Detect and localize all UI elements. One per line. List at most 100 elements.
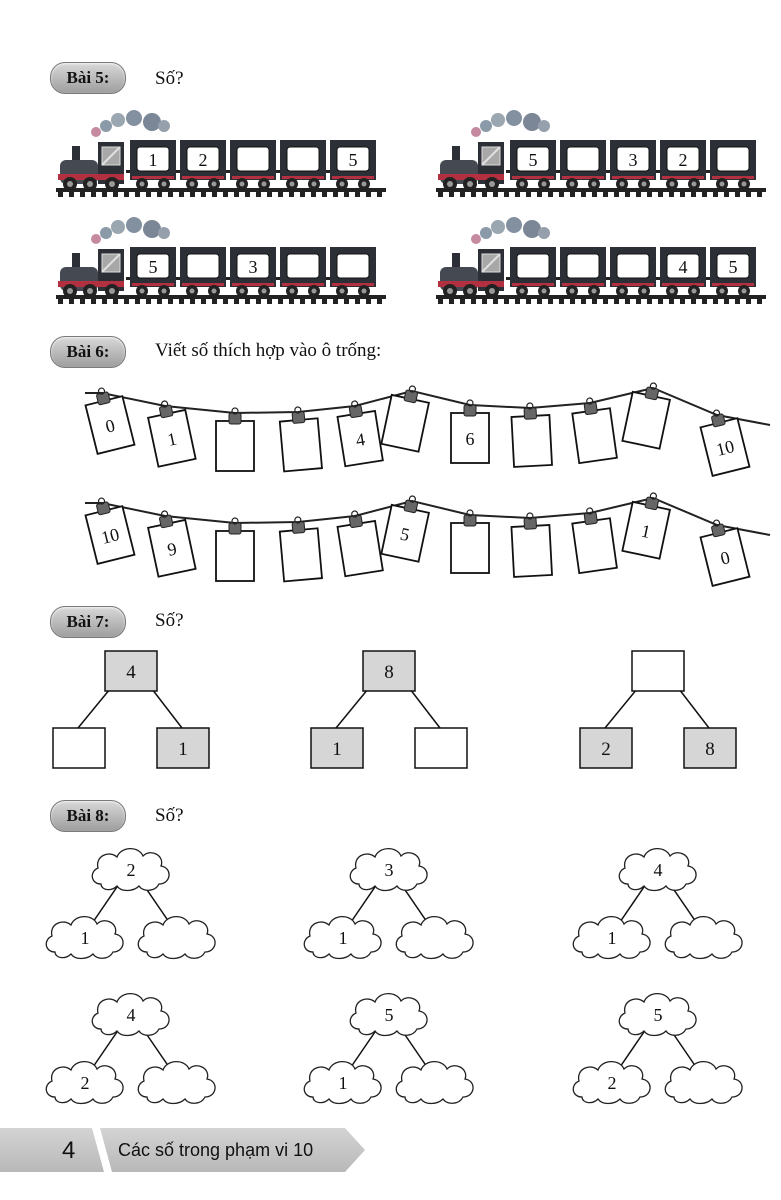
cloud-shape [349,992,428,1037]
clothespin [711,413,726,428]
cloud-right [137,1060,216,1105]
rail-tie [614,192,619,197]
wheel-hub [87,288,93,294]
card-box [278,527,323,583]
car-answer-box [336,146,370,172]
car-stripe [712,176,754,179]
wheel-hub [669,288,675,294]
rail-tie [449,299,454,304]
wheel-hub [691,181,697,187]
rail-tie [311,299,316,304]
footer-banner [0,1128,365,1172]
car-answer-box [336,253,370,279]
car-stripe [282,176,324,179]
car-answer-box [186,253,220,279]
locomotive-stripe [58,174,124,180]
wheel-hub [189,288,195,294]
rail-tie [449,192,454,197]
smoke-puff [111,220,125,234]
cab-window-glare [481,253,501,273]
clothespin-spring [160,510,169,518]
wheel-hub [261,181,267,187]
rail [56,188,386,192]
wheel-hub [311,181,317,187]
car-answer-box [236,253,270,279]
rail-tie [113,192,118,197]
cab-window-glare [101,146,121,166]
smoke-puff [143,113,161,131]
car-answer-box [516,253,550,279]
wheel-hub [311,288,317,294]
rail-tie [135,299,140,304]
car-number: 3 [629,150,638,170]
car-stripe [662,176,704,179]
wheel-hub [447,181,453,187]
cloud-shape [618,992,697,1037]
car-stripe [662,283,704,286]
clothespin-spring [649,492,658,500]
clothespin [583,511,598,525]
wheel-hub [641,181,647,187]
bai5-badge: Bài 5: [50,62,126,94]
locomotive-chimney [72,146,80,160]
rail-tie [625,192,630,197]
rail-tie [234,299,239,304]
rail-tie [80,192,85,197]
bai8-badge: Bài 8: [50,800,126,832]
rail-tie [245,299,250,304]
hanging-card: 5 [380,495,430,563]
box-left-number: 1 [332,739,342,760]
box-left [52,727,106,769]
rail-tie [713,299,718,304]
train-car: 2 [176,140,226,190]
cloud-shape [395,1060,474,1105]
rail-tie [603,299,608,304]
branch-line [92,1028,120,1068]
smoke-puff [158,120,170,132]
train-car [606,247,656,297]
box-tree: 41 [52,650,210,769]
cloud-tree: 21 [45,847,216,960]
card-number: 6 [466,429,475,449]
car-coupler [226,277,230,280]
car-stripe [182,176,224,179]
rail-tie [212,299,217,304]
car-stripe [282,283,324,286]
rail-tie [757,299,762,304]
rail-tie [146,299,151,304]
hanging-card: 0 [84,387,136,455]
car-stripe [332,283,374,286]
car-coupler [606,277,610,280]
wheel-hub [139,288,145,294]
rail-tie [58,299,63,304]
train-car: 5 [326,140,376,190]
clothespin-spring [466,509,474,517]
hanging-card: 4 [336,400,384,468]
rail-tie [504,192,509,197]
hanging-card: 6 [450,399,490,464]
smoke-puff [91,127,101,137]
cloud-top-number: 5 [385,1005,394,1025]
cab-window-glare [101,253,121,273]
cloud-tree: 52 [572,992,743,1105]
cloud-shape [572,915,651,960]
clothespin-spring [231,407,239,415]
rail-tie [355,299,360,304]
rail-tie [113,299,118,304]
rail-tie [366,299,371,304]
clothespin [463,514,477,527]
rail [436,188,766,192]
rail-tie [377,192,382,197]
rail-tie [592,192,597,197]
cloud-tree: 42 [45,992,216,1105]
clothespin [291,411,306,424]
clothespin [403,499,418,514]
card-number: 5 [398,524,411,545]
clothespin-spring [712,519,721,527]
rail-tie [201,192,206,197]
rail-tie [735,192,740,197]
box-top-number: 4 [126,662,136,683]
clothespin-spring [160,400,169,408]
rail-tie [724,299,729,304]
wheel-hub [109,181,115,187]
